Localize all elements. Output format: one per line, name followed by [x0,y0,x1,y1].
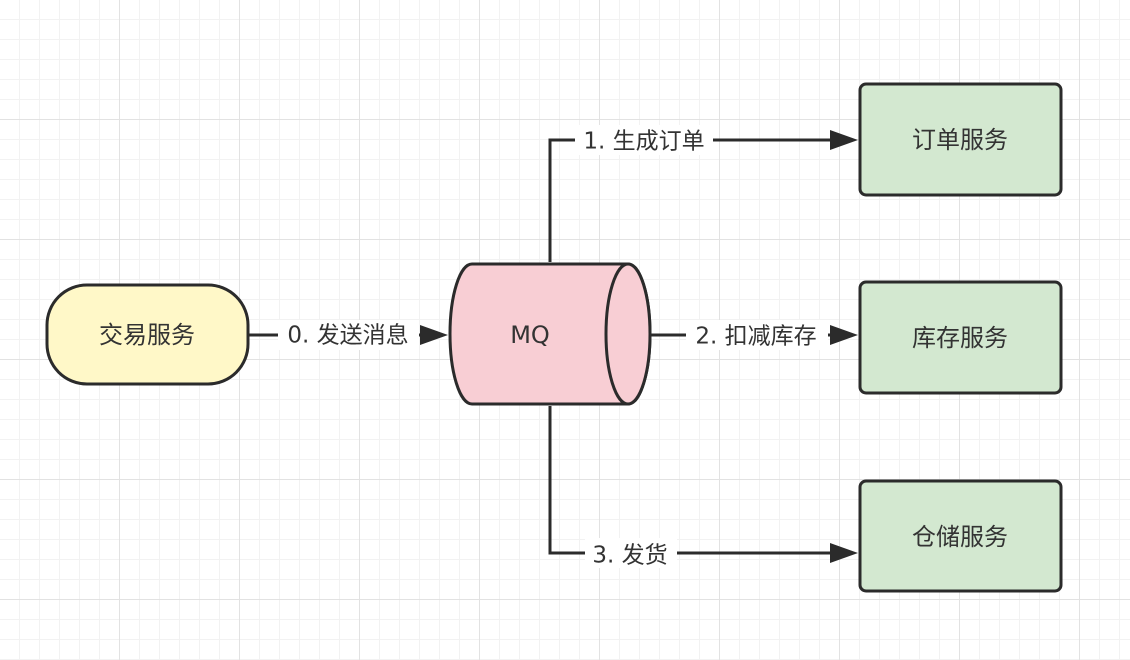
edge-deduct-stock-label: 2. 扣减库存 [695,324,816,350]
node-mq: MQ [448,262,652,406]
node-inventory-service: 库存服务 [858,280,1063,395]
edge-create-order-arrowhead [830,130,858,150]
node-order-service-label: 订单服务 [912,126,1008,154]
edge-ship: 3. 发货 [548,406,858,569]
edge-create-order: 1. 生成订单 [548,125,858,262]
edge-create-order-line [548,138,848,262]
edge-ship-label: 3. 发货 [592,543,667,569]
edge-send-arrowhead [420,325,448,345]
edge-create-order-label: 1. 生成订单 [583,129,704,155]
edge-send: 0. 发送消息 [248,320,448,350]
edge-send-label: 0. 发送消息 [287,323,408,349]
edge-deduct-stock: 2. 扣减库存 [650,320,858,350]
edge-ship-line [548,406,848,555]
node-order-service-shape [858,82,1063,197]
node-order-service: 订单服务 [858,82,1063,197]
node-warehouse-service: 仓储服务 [858,479,1063,593]
edge-send-label-bg [278,320,419,350]
node-inventory-service-label: 库存服务 [912,324,1008,352]
edge-deduct-stock-arrowhead [830,325,858,345]
node-mq-cap [604,262,652,406]
node-trade-service-label: 交易服务 [99,321,195,349]
node-warehouse-service-label: 仓储服务 [912,523,1008,551]
edge-deduct-stock-label-bg [686,320,828,350]
edge-ship-label-bg [585,538,677,568]
node-trade-service-shape [45,283,250,386]
node-inventory-service-shape [858,280,1063,395]
edge-create-order-label-bg [575,125,713,155]
node-warehouse-service-shape [858,479,1063,593]
node-mq-label: MQ [510,321,550,349]
node-trade-service: 交易服务 [45,283,250,386]
edge-ship-arrowhead [830,543,858,563]
